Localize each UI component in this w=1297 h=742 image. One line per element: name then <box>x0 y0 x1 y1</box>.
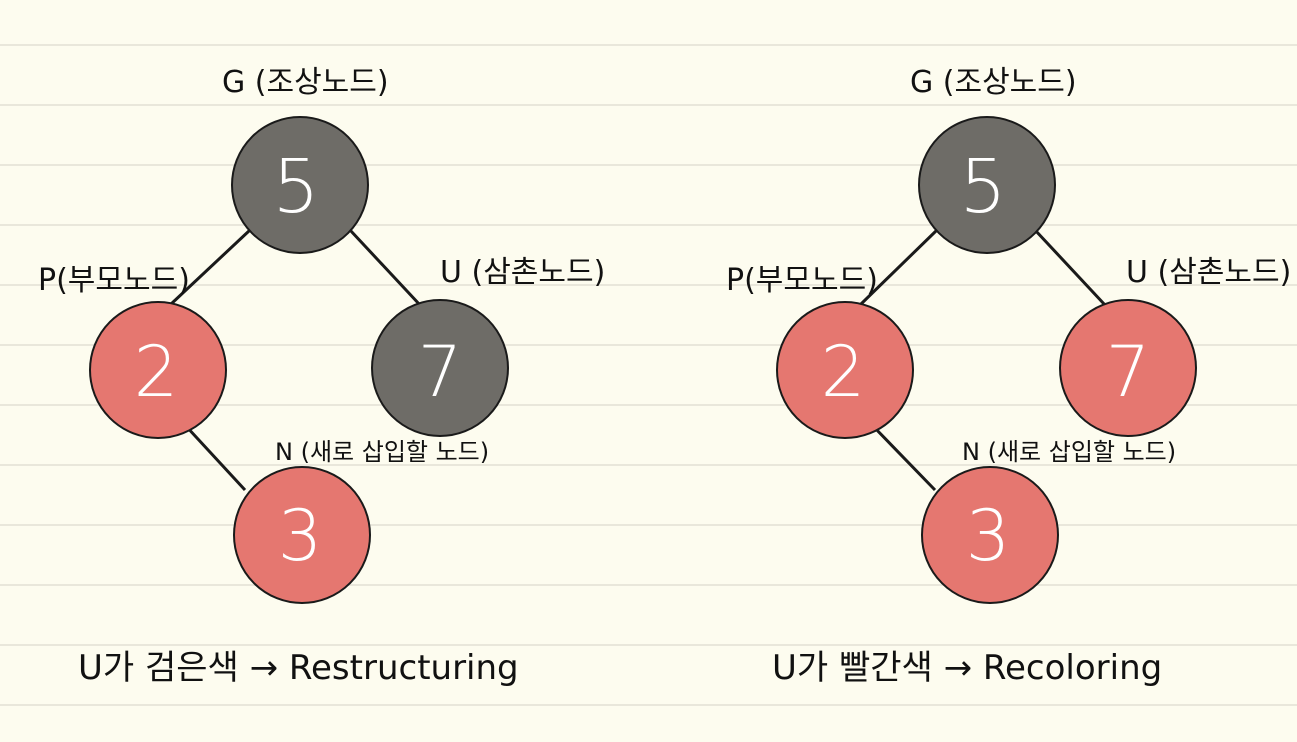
ruled-line <box>0 284 1297 286</box>
label-u: U (삼촌노드) <box>440 255 605 290</box>
edge-p-n <box>870 423 937 492</box>
ruled-line <box>0 344 1297 346</box>
node-n-value: 3 <box>278 495 323 577</box>
node-n <box>921 466 1059 604</box>
node-n-value: 3 <box>966 495 1011 577</box>
label-p: P(부모노드) <box>38 263 190 298</box>
ruled-line <box>0 644 1297 646</box>
node-g <box>231 116 369 254</box>
node-p-value: 2 <box>134 331 179 413</box>
ruled-line <box>0 464 1297 466</box>
label-g: G (조상노드) <box>910 65 1077 100</box>
label-n: N (새로 삽입할 노드) <box>962 438 1176 466</box>
node-g-value: 5 <box>272 144 319 230</box>
ruled-line <box>0 224 1297 226</box>
label-u: U (삼촌노드) <box>1126 255 1291 290</box>
edge-g-p <box>168 228 252 307</box>
node-u-value: 7 <box>418 331 463 413</box>
ruled-line <box>0 104 1297 106</box>
caption-recoloring: U가 빨간색 → Recoloring <box>772 648 1163 688</box>
node-u <box>371 299 509 437</box>
ruled-line <box>0 164 1297 166</box>
edge-g-u <box>348 228 422 307</box>
caption-restructuring: U가 검은색 → Restructuring <box>78 648 519 688</box>
left-tree: 5 2 7 3 G (조상노드) P(부모노드) U (삼촌노드) N (새로 … <box>38 65 605 604</box>
edge-p-n <box>183 423 247 492</box>
ruled-line <box>0 404 1297 406</box>
node-u <box>1059 299 1197 437</box>
node-p-value: 2 <box>821 331 866 413</box>
label-g: G (조상노드) <box>222 65 389 100</box>
ruled-line <box>0 704 1297 706</box>
label-n: N (새로 삽입할 노드) <box>275 438 489 466</box>
label-p: P(부모노드) <box>726 263 878 298</box>
node-p <box>89 301 227 439</box>
ruled-line <box>0 524 1297 526</box>
ruled-line <box>0 44 1297 46</box>
node-g <box>918 116 1056 254</box>
edge-g-p <box>858 228 939 307</box>
node-p <box>776 301 914 439</box>
ruled-line <box>0 584 1297 586</box>
node-g-value: 5 <box>959 144 1006 230</box>
node-u-value: 7 <box>1106 331 1151 413</box>
right-tree: 5 2 7 3 G (조상노드) P(부모노드) U (삼촌노드) N (새로 … <box>726 65 1291 604</box>
node-n <box>233 466 371 604</box>
edge-g-u <box>1033 228 1107 307</box>
